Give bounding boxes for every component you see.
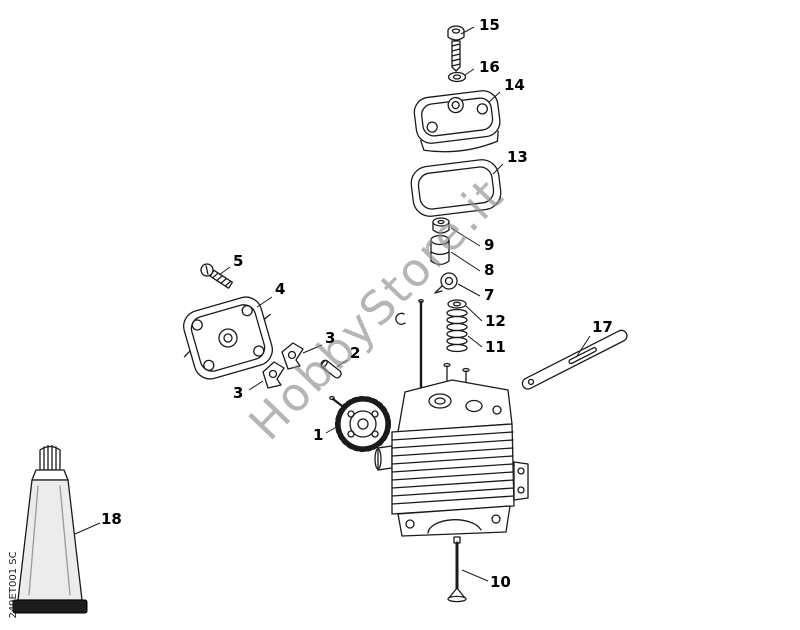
label-1: 1 xyxy=(313,426,323,444)
label-17: 17 xyxy=(592,318,613,336)
label-7: 7 xyxy=(484,286,494,304)
doc-code-text: 249ET001 SC xyxy=(8,551,19,618)
part-gasket-13 xyxy=(410,159,502,217)
label-3b: 3 xyxy=(233,384,243,402)
part-valve-spring-11 xyxy=(446,308,468,353)
part-screw-5 xyxy=(200,263,234,289)
label-18: 18 xyxy=(101,510,122,528)
part-rocker-arm-3b xyxy=(262,361,285,389)
label-5: 5 xyxy=(233,252,243,270)
label-16: 16 xyxy=(479,58,500,76)
label-4: 4 xyxy=(275,280,285,298)
part-pin-2 xyxy=(320,359,342,379)
label-9: 9 xyxy=(484,236,494,254)
part-valve-10 xyxy=(447,536,467,603)
part-spring-retainer-12 xyxy=(447,299,467,309)
label-3a: 3 xyxy=(325,329,335,347)
part-9 xyxy=(432,217,450,234)
part-cam-gear-1 xyxy=(329,395,391,452)
part-cover-plate-4 xyxy=(183,296,273,380)
part-8 xyxy=(430,234,450,266)
part-screw-15 xyxy=(447,25,465,72)
label-10: 10 xyxy=(490,573,511,591)
label-8: 8 xyxy=(484,261,494,279)
part-tube-18 xyxy=(12,444,88,614)
label-15: 15 xyxy=(479,16,500,34)
part-washer-16 xyxy=(447,71,467,83)
part-valve-cover-14 xyxy=(413,90,501,153)
part-7 xyxy=(434,272,458,294)
label-13: 13 xyxy=(507,148,528,166)
label-11: 11 xyxy=(485,338,506,356)
label-12: 12 xyxy=(485,312,506,330)
part-rocker-arm-3a xyxy=(281,342,304,370)
part-c-clip xyxy=(395,312,406,325)
part-cylinder-assembly xyxy=(374,362,529,537)
part-push-rod xyxy=(418,298,424,400)
leader-lines xyxy=(74,26,591,582)
part-lever-17 xyxy=(521,329,628,390)
label-2: 2 xyxy=(350,344,360,362)
part-labels: 15 16 14 13 9 8 7 12 11 17 5 4 3 2 3 1 1… xyxy=(101,16,613,591)
label-14: 14 xyxy=(504,76,525,94)
